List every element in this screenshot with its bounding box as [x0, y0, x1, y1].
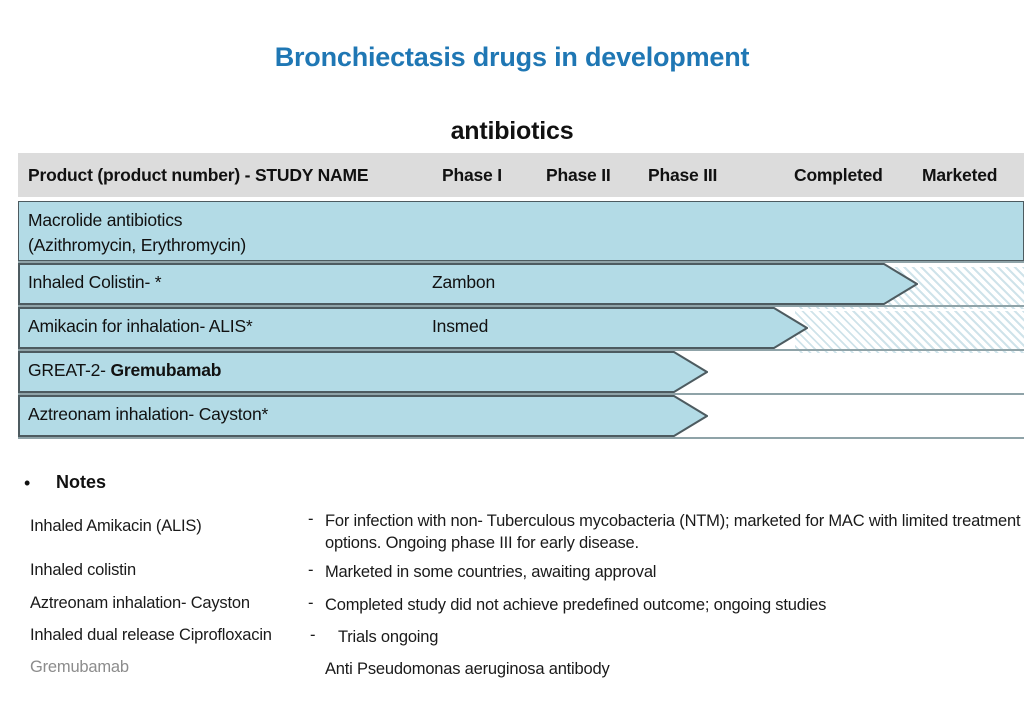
progress-arrow-amikacin — [18, 307, 808, 349]
table-body: Macrolide antibiotics (Azithromycin, Ery… — [18, 201, 1024, 441]
column-header-marketed: Marketed — [922, 165, 998, 185]
progress-bar-macrolide — [18, 201, 1024, 261]
note-term-gremubamab: Gremubamab — [30, 658, 129, 676]
row-label-aztreonam: Aztreonam inhalation- Cayston* — [28, 404, 269, 424]
row-divider — [18, 261, 1024, 263]
note-dash: - — [308, 510, 314, 528]
progress-arrow-aztreonam — [18, 395, 708, 437]
note-desc-inhaled-amikacin: For infection with non- Tuberculous myco… — [325, 512, 1021, 552]
row-label-inhaled-colistin: Inhaled Colistin- * — [28, 272, 162, 292]
row-label-great-2: GREAT-2- Gremubamab — [28, 360, 221, 381]
table-row: Aztreonam inhalation- Cayston* — [18, 395, 1024, 437]
column-header-phase-2: Phase II — [546, 165, 611, 185]
row-study-inhaled-colistin: Zambon — [432, 272, 495, 292]
hatched-zone-amikacin — [795, 311, 1024, 353]
arrow-shape-icon — [18, 307, 808, 349]
notes-heading: Notes — [56, 472, 107, 492]
row-study-amikacin: Insmed — [432, 316, 489, 336]
notes-bullet-icon: • — [24, 473, 31, 493]
note-term-inhaled-colistin: Inhaled colistin — [30, 561, 136, 579]
page-title: Bronchiectasis drugs in development — [274, 42, 750, 72]
row-label-amikacin: Amikacin for inhalation- ALIS* — [28, 316, 253, 336]
note-desc-gremubamab: Anti Pseudomonas aeruginosa antibody — [325, 660, 610, 678]
row-divider — [18, 393, 1024, 395]
row-label-great-2-drug: Gremubamab — [110, 360, 222, 380]
column-header-product: Product (product number) - STUDY NAME — [28, 165, 369, 185]
note-dash: - — [310, 626, 316, 644]
row-divider — [18, 349, 1024, 351]
progress-arrow-gremubamab — [18, 351, 708, 393]
column-header-phase-3: Phase III — [648, 165, 718, 185]
note-term-inhaled-amikacin: Inhaled Amikacin (ALIS) — [30, 517, 202, 535]
row-label-great-2-prefix: GREAT-2- — [28, 360, 111, 380]
note-desc-inhaled-colistin: Marketed in some countries, awaiting app… — [325, 563, 657, 581]
table-row: Macrolide antibiotics (Azithromycin, Ery… — [18, 201, 1024, 261]
table-row: GREAT-2- Gremubamab — [18, 351, 1024, 393]
row-label-macrolide-line-1: Macrolide antibiotics — [28, 210, 183, 230]
note-desc-ciprofloxacin: Trials ongoing — [338, 628, 439, 646]
section-title: antibiotics — [450, 117, 574, 145]
row-label-macrolide-line-2: (Azithromycin, Erythromycin) — [28, 235, 247, 255]
note-dash: - — [308, 594, 314, 612]
arrow-shape-icon — [18, 395, 708, 437]
column-header-phase-1: Phase I — [442, 165, 502, 185]
arrow-shape-icon — [18, 263, 918, 305]
note-term-ciprofloxacin: Inhaled dual release Ciprofloxacin — [30, 626, 272, 644]
progress-arrow-inhaled-colistin — [18, 263, 918, 305]
table-row: Inhaled Colistin- * Zambon — [18, 263, 1024, 305]
note-term-aztreonam: Aztreonam inhalation- Cayston — [30, 594, 250, 612]
table-row: Amikacin for inhalation- ALIS* Insmed — [18, 307, 1024, 349]
table-header-row: Product (product number) - STUDY NAME Ph… — [18, 153, 1024, 197]
note-desc-aztreonam: Completed study did not achieve predefin… — [325, 596, 827, 614]
drug-pipeline-table: Product (product number) - STUDY NAME Ph… — [18, 153, 1024, 441]
arrow-shape-icon — [18, 351, 708, 393]
note-dash: - — [308, 561, 314, 579]
row-divider — [18, 305, 1024, 307]
row-divider — [18, 437, 1024, 439]
column-header-completed: Completed — [794, 165, 883, 185]
